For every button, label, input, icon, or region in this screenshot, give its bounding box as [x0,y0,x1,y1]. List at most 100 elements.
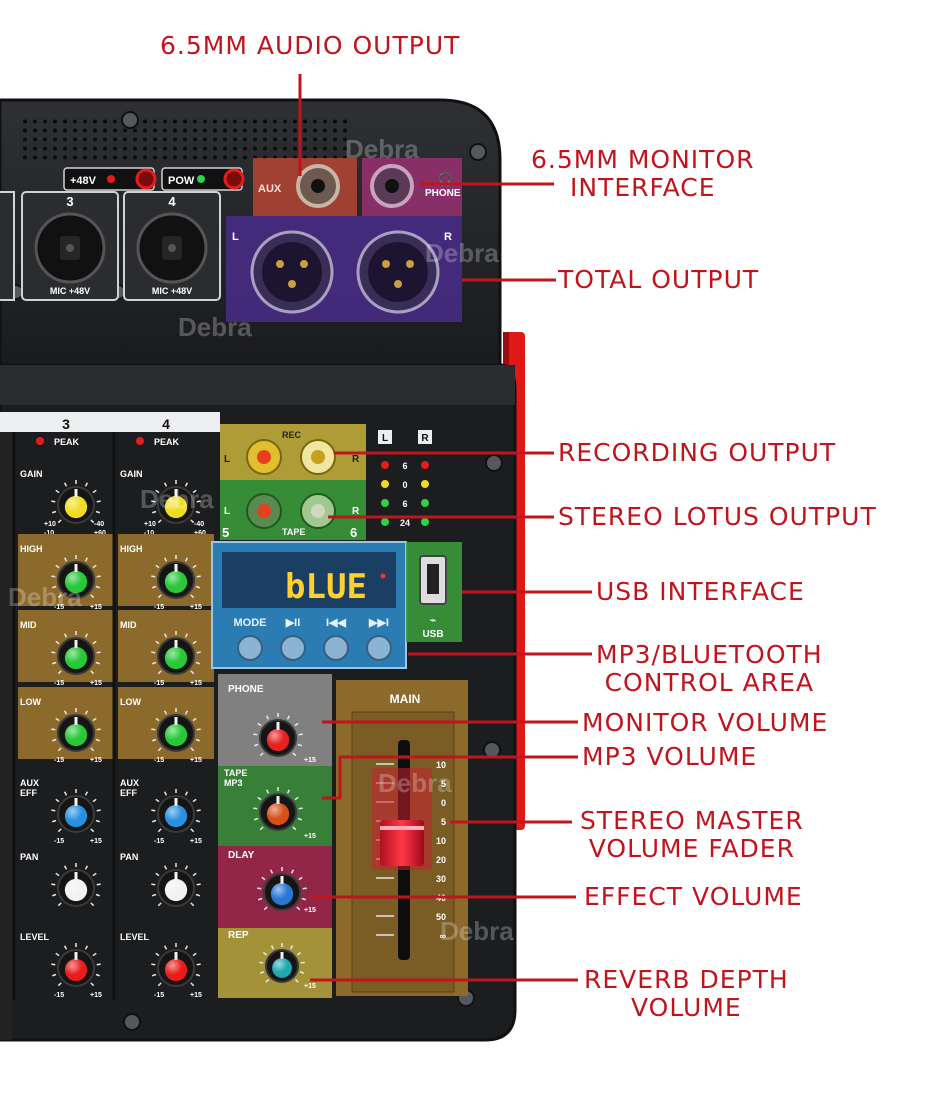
channel-3-aux-knob[interactable] [51,789,101,833]
channel-4-number: 4 [162,416,170,432]
high-label: HIGH [20,544,43,554]
display-dot [380,573,386,579]
rca-rec-left[interactable] [246,439,282,475]
channel-3-level-knob[interactable] [51,943,101,987]
channel-4-pan-knob[interactable] [151,863,201,907]
peak-led [136,437,144,445]
rec-left-label: L [224,454,230,465]
fader-scale-label: 10 [436,836,446,846]
scale-min: -15 [154,992,164,999]
channel-4-low-knob[interactable] [151,708,201,752]
aux-label-2: EFF [120,788,138,798]
scale-max: +15 [90,604,102,611]
monitor-scale-max: +15 [304,757,316,764]
panel-lip [0,365,515,405]
pan-label: PAN [20,852,38,862]
play-pause-button[interactable] [280,635,306,661]
meter-led-right [421,461,429,469]
gain-scale-d: +60 [194,530,206,537]
brand-watermark-3: Debra [178,312,252,342]
fader-scale-label: 30 [436,874,446,884]
meter-header-l: L [382,433,388,444]
meter-header-r: R [421,433,429,444]
callout-mp3-control-line2: CONTROL AREA [604,668,814,697]
aux-label-1: AUX [20,778,39,788]
reverb-depth-knob[interactable] [259,943,305,983]
mp3-screen [222,552,396,608]
meter-led-left [381,518,389,526]
channel-4-gain-knob[interactable] [151,480,201,524]
rca-tape-right[interactable] [300,493,336,529]
brand-watermark-6: Debra [378,768,452,798]
scale-max: +15 [190,838,202,845]
previous-button[interactable] [323,635,349,661]
partial-channel [0,432,12,1040]
channel-3-high-knob[interactable] [51,555,101,599]
channel-3-mid-knob[interactable] [51,631,101,675]
scale-min: -15 [54,838,64,845]
usb-port-slot [427,564,439,594]
callout-reverb-depth-line1: REVERB DEPTH [584,965,789,994]
fader-scale-label: ∞ [440,931,447,941]
callout-monitor-interface-line1: 6.5MM MONITOR [531,145,755,174]
rec-right-label: R [352,454,360,465]
next-button[interactable] [366,635,392,661]
meter-level-label: 6 [402,461,407,471]
peak-label: PEAK [154,437,180,447]
effect-volume-knob[interactable] [257,867,307,911]
channel-4-mid-knob[interactable] [151,631,201,675]
scale-min: -15 [154,604,164,611]
scale-min: -15 [154,838,164,845]
channel-4-high-knob[interactable] [151,555,201,599]
mic-4-label: MIC +48V [152,286,192,296]
meter-led-right [421,499,429,507]
peak-led [36,437,44,445]
fader-scale-label: 0 [441,798,446,808]
channel-3-low-knob[interactable] [51,708,101,752]
combo-jack-4[interactable] [136,212,208,284]
callout-mp3-control-line1: MP3/BLUETOOTH [596,640,823,669]
rca-rec-right[interactable] [300,439,336,475]
phone-label: PHONE [425,188,461,199]
tape-mp3-label-2: MP3 [224,778,243,788]
dlay-label: DLAY [228,850,255,861]
xlr-output-left[interactable] [250,230,334,314]
tape-6: 6 [350,525,357,540]
power-switch[interactable] [223,168,245,190]
effect-scale-max: +15 [304,907,316,914]
phone-jack-hole [385,179,399,193]
brand-watermark-1: Debra [345,134,419,164]
channel-3-gain-knob[interactable] [51,480,101,524]
combo-jack-3[interactable] [34,212,106,284]
callout-mp3-control: MP3/BLUETOOTH CONTROL AREA [596,641,823,697]
meter-led-right [421,518,429,526]
phantom-label: +48V [70,175,97,187]
channel-4-level-knob[interactable] [151,943,201,987]
scale-max: +15 [90,757,102,764]
phone-knob-label: PHONE [228,684,264,695]
mic-4-number: 4 [168,194,176,209]
transport-label-previous: I◀◀ [326,617,347,629]
monitor-volume-knob[interactable] [253,713,303,757]
meter-level-label: 0 [402,480,407,490]
xlr-output-right[interactable] [356,230,440,314]
transport-label-next: ▶▶I [368,617,389,629]
rca-tape-left[interactable] [246,493,282,529]
master-fader-cap[interactable] [372,768,432,870]
tape-label: TAPE [282,527,305,537]
mode-button[interactable] [237,635,263,661]
scale-max: +15 [90,680,102,687]
mid-label: MID [20,620,37,630]
channel-3-pan-knob[interactable] [51,863,101,907]
scale-max: +15 [90,838,102,845]
usb-icon: ⌁ [429,613,436,627]
out-left-label: L [232,231,239,243]
callout-monitor-volume: MONITOR VOLUME [582,708,829,737]
mp3-volume-knob[interactable] [253,787,303,831]
channel-4-aux-knob[interactable] [151,789,201,833]
phantom-switch[interactable] [135,168,157,190]
callout-master-fader: STEREO MASTER VOLUME FADER [580,807,804,863]
brand-watermark-2: Debra [425,238,499,268]
